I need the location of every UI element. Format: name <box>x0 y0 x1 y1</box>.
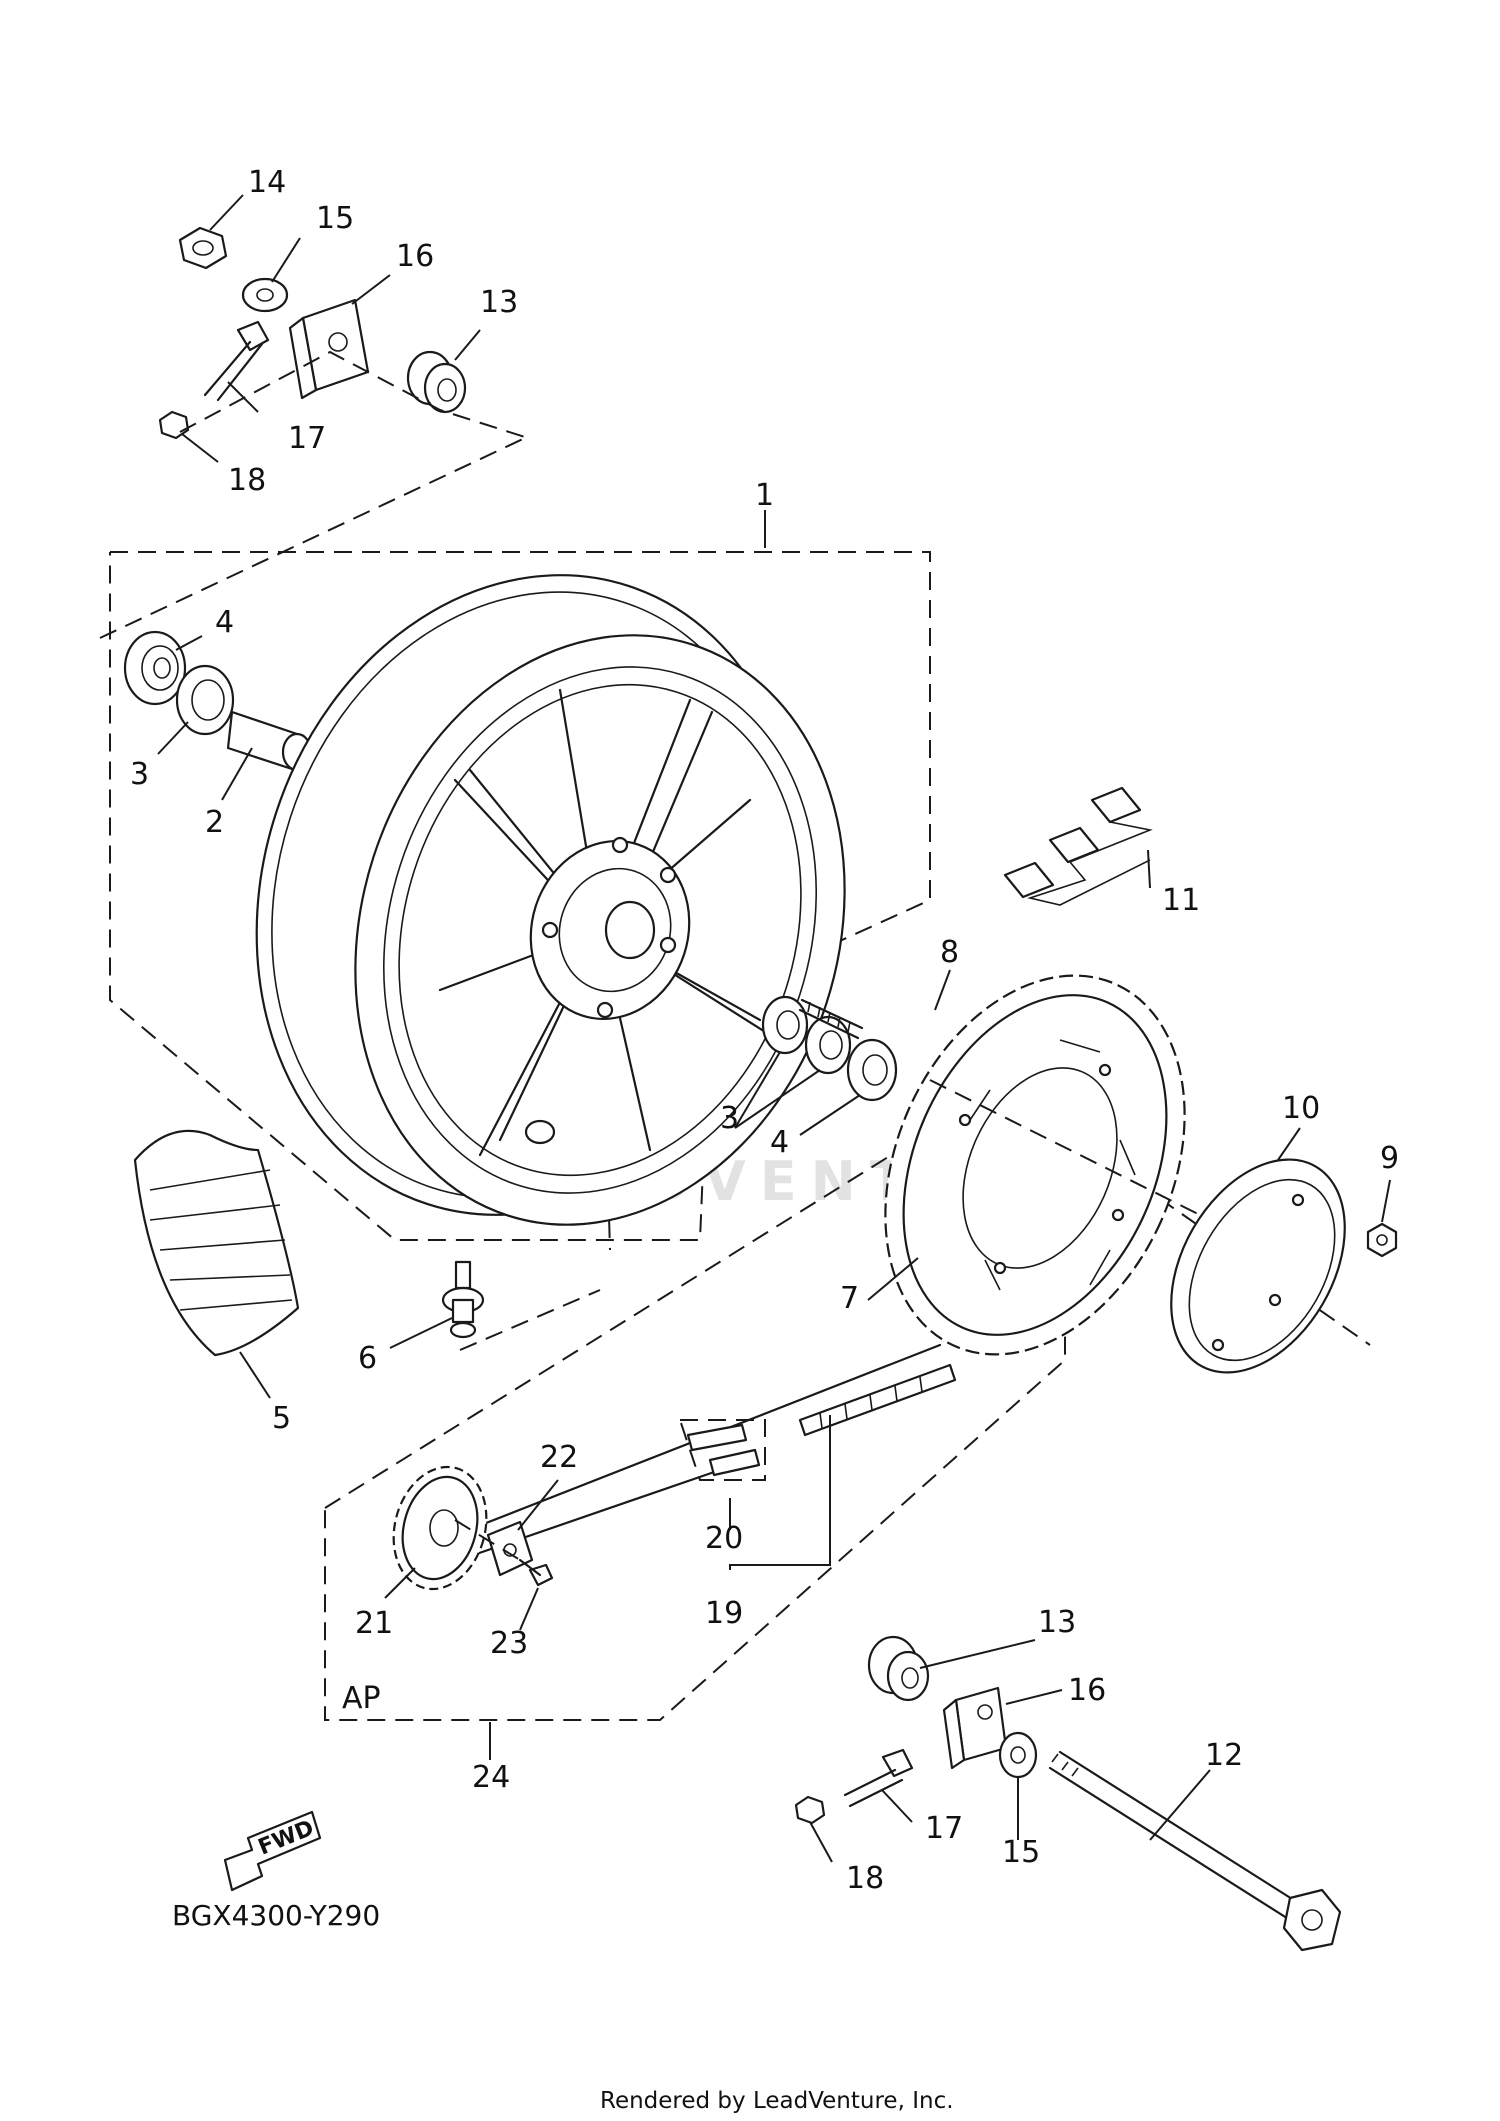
forward-direction-arrow: FWD <box>223 1810 322 1892</box>
callout-13-top: 13 <box>480 285 518 320</box>
callout-13-bottom: 13 <box>1038 1605 1076 1640</box>
collar-13-top <box>406 350 467 414</box>
callout-9: 9 <box>1380 1141 1399 1176</box>
adjust-bolt-17-top <box>203 320 270 402</box>
callouts: 14 15 16 13 17 18 1 4 3 2 5 6 3 4 7 8 9 … <box>130 165 1399 1896</box>
callout-12: 12 <box>1205 1738 1243 1773</box>
callout-11: 11 <box>1162 883 1200 918</box>
lock-plate-22 <box>486 1520 534 1577</box>
bearing-3-right-b <box>804 1015 852 1075</box>
callout-3-right: 3 <box>720 1101 739 1136</box>
callout-20: 20 <box>705 1521 743 1556</box>
chain-puller-16-bottom <box>942 1686 1008 1770</box>
nut-9 <box>1366 1222 1398 1258</box>
sprocket-damper-10 <box>1170 1158 1346 1374</box>
callout-16-bottom: 16 <box>1068 1673 1106 1708</box>
washer-15-bottom <box>998 1731 1038 1779</box>
callout-18-bottom: 18 <box>846 1861 884 1896</box>
chain-joint-20 <box>679 1419 766 1481</box>
bearing-4-right <box>846 1038 898 1102</box>
collar-13-bottom <box>867 1635 930 1702</box>
callout-15-bottom: 15 <box>1002 1835 1040 1870</box>
callout-15-top: 15 <box>316 201 354 236</box>
callout-21: 21 <box>355 1606 393 1641</box>
locknut-18-bottom <box>794 1795 826 1825</box>
bearing-3-right <box>761 995 809 1055</box>
front-sprocket-axis <box>454 1519 521 1561</box>
callout-16-top: 16 <box>396 239 434 274</box>
group-label-ap: AP <box>342 1681 381 1716</box>
stud-bolt-8 <box>798 998 864 1040</box>
rear-sprocket-7 <box>884 974 1186 1356</box>
bolt-23 <box>518 1558 554 1587</box>
footer-credit: Rendered by LeadVenture, Inc. <box>600 2088 954 2114</box>
wheel-axle-12 <box>1048 1750 1342 1952</box>
callout-23: 23 <box>490 1626 528 1661</box>
callout-8: 8 <box>940 935 959 970</box>
callout-10: 10 <box>1282 1091 1320 1126</box>
balance-weight-11 <box>1003 786 1153 906</box>
leader-lines <box>157 194 1391 1863</box>
washer-15-top <box>241 277 289 313</box>
valve-dash <box>459 1289 601 1351</box>
callout-5: 5 <box>272 1401 291 1436</box>
adjust-bolt-17-bottom <box>843 1748 914 1808</box>
tire-5 <box>133 1129 300 1357</box>
bearing-4-left <box>123 630 187 706</box>
callout-19: 19 <box>705 1596 743 1631</box>
top-adjuster-outline <box>99 437 526 639</box>
callout-3-left: 3 <box>130 757 149 792</box>
callout-1: 1 <box>755 478 774 513</box>
callout-17-bottom: 17 <box>925 1811 963 1846</box>
drawing-code: BGX4300-Y290 <box>172 1899 380 1932</box>
callout-14: 14 <box>248 165 286 200</box>
drive-chain-19 <box>428 1343 957 1572</box>
sprocket-axis <box>929 1079 1251 1241</box>
callout-2: 2 <box>205 805 224 840</box>
callout-24: 24 <box>472 1760 510 1795</box>
chain-puller-16-top <box>288 298 370 400</box>
adjuster-nut-14 <box>178 226 228 270</box>
valve-6 <box>441 1260 485 1339</box>
drive-sprocket-21 <box>392 1465 488 1591</box>
callout-17-top: 17 <box>288 421 326 456</box>
callout-7: 7 <box>840 1281 859 1316</box>
top-adjuster-axis <box>179 350 529 439</box>
callout-4-right: 4 <box>770 1125 789 1160</box>
locknut-18-top <box>158 410 190 440</box>
callout-22: 22 <box>540 1440 578 1475</box>
drive-chain-outline <box>324 998 1141 1721</box>
callout-6: 6 <box>358 1341 377 1376</box>
oil-seal-3-left <box>175 664 235 736</box>
callout-4-left: 4 <box>215 605 234 640</box>
callout-18-top: 18 <box>228 463 266 498</box>
rear-wheel-1 <box>255 574 846 1226</box>
